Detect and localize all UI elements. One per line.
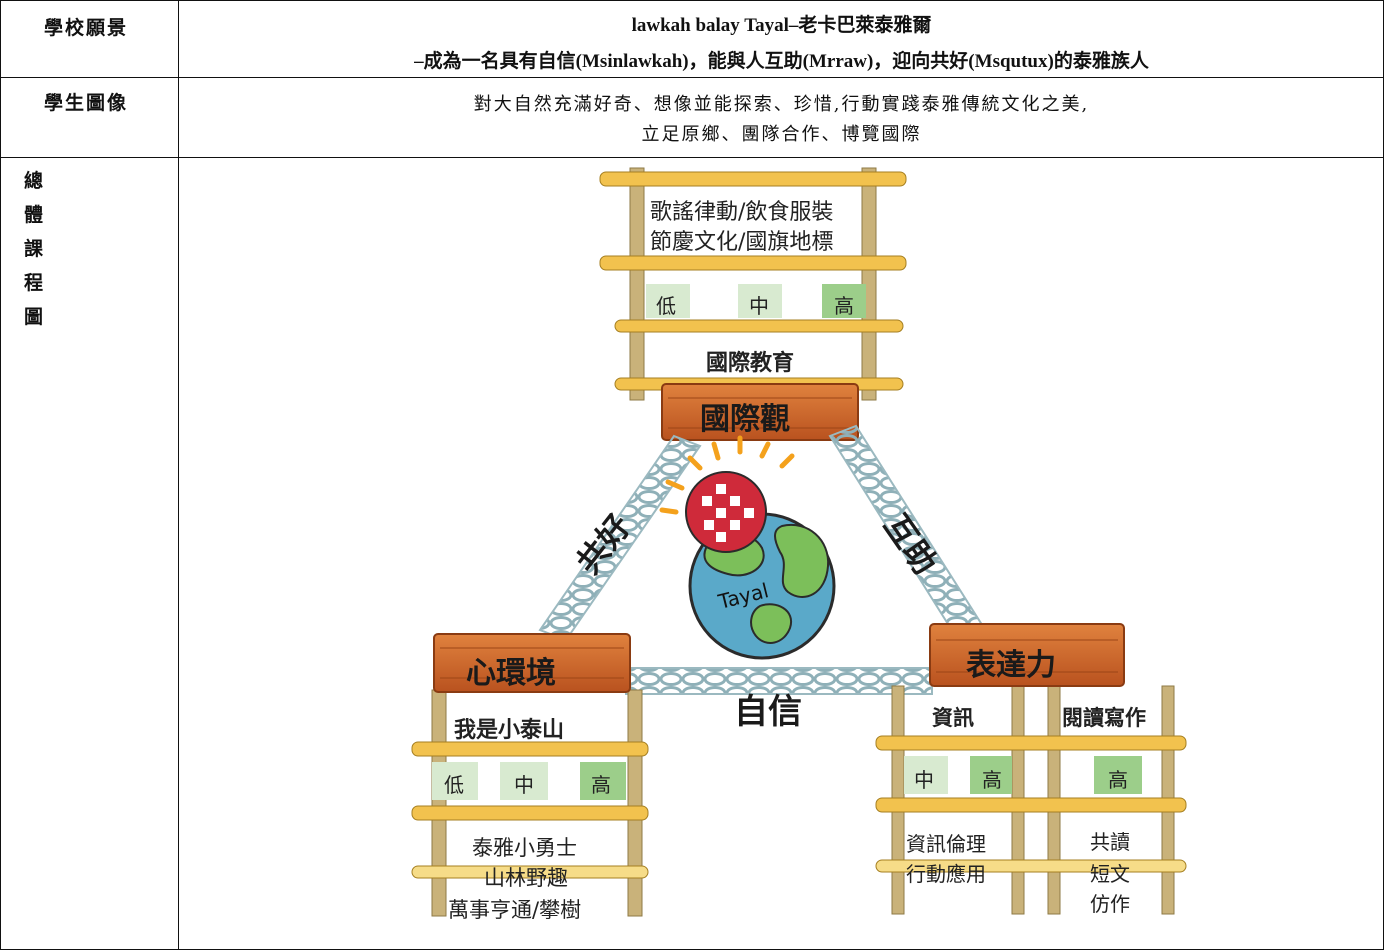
vision-label: 學校願景 — [44, 17, 129, 39]
left-board-title: 心環境 — [466, 656, 556, 691]
top-level-high: 高 — [834, 294, 854, 318]
left-level-low: 低 — [444, 773, 464, 797]
vision-line-1: lawkah balay Tayal–老卡巴萊泰雅爾 — [631, 15, 932, 36]
right-ladder — [875, 685, 1187, 915]
right-info-topics-line-1: 資訊倫理 — [906, 832, 986, 856]
portrait-line-1: 對大自然充滿好奇、想像並能探索、珍惜,行動實踐泰雅傳統文化之美, — [473, 94, 1090, 115]
right-reading-topics-line-2: 短文 — [1090, 862, 1130, 886]
board-mind-environment — [433, 633, 631, 693]
right-info-title: 資訊 — [932, 706, 974, 730]
right-reading-topics-line-1: 共讀 — [1090, 830, 1130, 854]
portrait-line-2: 立足原鄉、團隊合作、博覽國際 — [641, 124, 922, 145]
top-topics-line-2: 節慶文化/國旗地標 — [650, 230, 834, 255]
table-divider-2 — [0, 157, 1384, 158]
right-info-topics-line-2: 行動應用 — [906, 862, 986, 886]
table-border-top — [0, 0, 1384, 1]
rope-bottom-label: 自信 — [734, 692, 802, 732]
portrait-label: 學生圖像 — [44, 92, 129, 114]
right-reading-level-high: 高 — [1108, 768, 1128, 792]
top-ladder — [599, 167, 907, 401]
globe — [659, 435, 836, 660]
right-reading-title: 閱讀寫作 — [1062, 706, 1146, 730]
top-course-name: 國際教育 — [706, 351, 795, 376]
right-info-level-high: 高 — [982, 768, 1002, 792]
left-topics-line-2: 山林野趣 — [484, 866, 568, 890]
board-global-view — [661, 383, 859, 441]
left-level-high: 高 — [591, 773, 611, 797]
map-label-char: 程 — [24, 272, 44, 294]
right-reading-topics-line-3: 仿作 — [1090, 892, 1130, 916]
top-level-low: 低 — [656, 294, 676, 318]
left-topics-line-3: 萬事亨通/攀樹 — [448, 898, 582, 922]
map-label-char: 總 — [24, 170, 44, 192]
left-level-mid: 中 — [514, 773, 534, 797]
map-label-char: 圖 — [24, 306, 44, 328]
top-board-title: 國際觀 — [700, 402, 790, 437]
board-expression — [929, 623, 1125, 687]
curriculum-map-label: 總 體 課 程 圖 — [24, 164, 54, 334]
right-info-level-mid: 中 — [914, 768, 934, 792]
top-topics-line-1: 歌謠律動/飲食服裝 — [650, 200, 834, 225]
map-label-char: 體 — [24, 204, 44, 226]
left-course-name: 我是小泰山 — [454, 718, 565, 743]
top-level-mid: 中 — [749, 294, 769, 318]
table-divider-1 — [0, 77, 1384, 78]
table-column-divider — [178, 0, 179, 950]
table-border-left — [0, 0, 1, 950]
map-label-char: 課 — [24, 238, 44, 260]
vision-line-2: –成為一名具有自信(Msinlawkah)，能與人互助(Mrraw)，迎向共好(… — [414, 51, 1149, 72]
right-board-title: 表達力 — [966, 648, 1056, 683]
left-topics-line-1: 泰雅小勇士 — [472, 836, 577, 860]
